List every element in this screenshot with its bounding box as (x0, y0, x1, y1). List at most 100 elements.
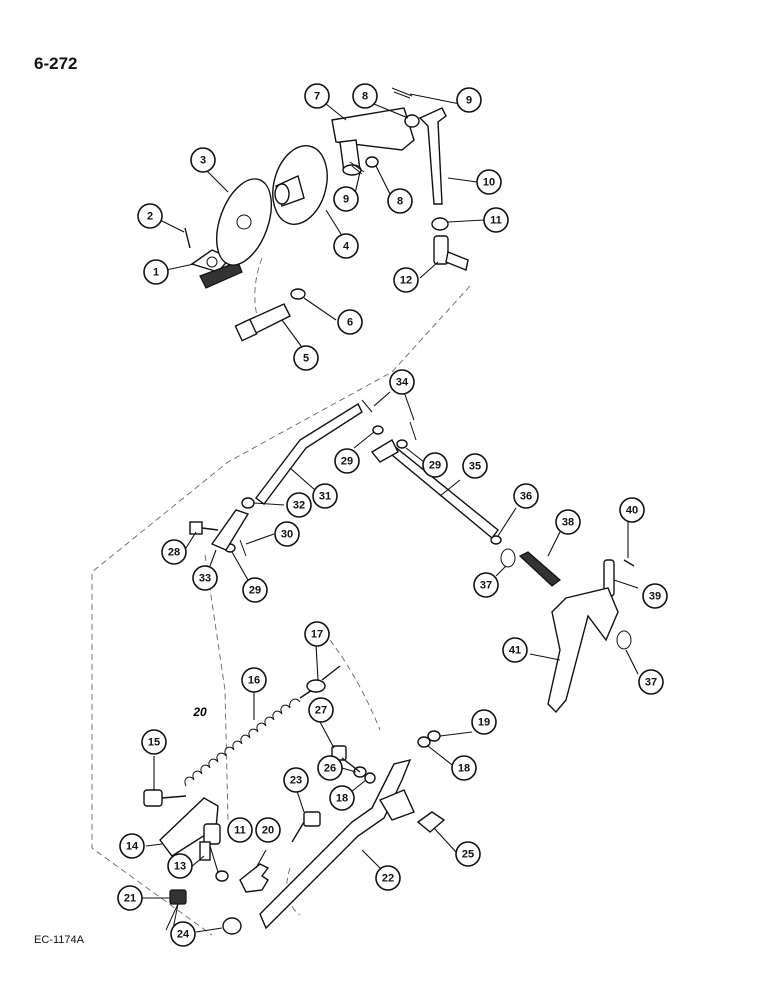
callout-circle (304, 83, 330, 109)
callout-3: 3 (190, 147, 216, 173)
callout-29: 29 (422, 452, 448, 478)
callout-37: 37 (473, 572, 499, 598)
reference-mark: 20 (192, 705, 207, 719)
washer-part-29 (372, 425, 384, 435)
nut-part-11 (431, 217, 449, 231)
bracket-part-20 (239, 863, 270, 893)
callout-label: 35 (469, 461, 481, 473)
spacer-tube (378, 789, 415, 821)
callout-circle (317, 755, 343, 781)
callout-11: 11 (483, 207, 509, 233)
callout-39: 39 (642, 583, 668, 609)
clip-part-34 (409, 421, 417, 441)
callout-11: 11 (227, 817, 253, 843)
washer-part-29 (396, 439, 408, 449)
phantom-line (286, 867, 301, 916)
callout-label: 29 (429, 460, 441, 472)
callout-20: 20 (255, 817, 281, 843)
callout-circle (456, 87, 482, 113)
callout-circle (227, 817, 253, 843)
callout-circle (161, 539, 187, 565)
callout-35: 35 (462, 453, 488, 479)
callout-8: 8 (352, 83, 378, 109)
callout-circle (192, 565, 218, 591)
callout-29: 29 (334, 448, 360, 474)
callout-18: 18 (329, 785, 355, 811)
hub-plate-part-4 (272, 145, 328, 225)
callout-circle (455, 841, 481, 867)
callout-circle (502, 637, 528, 663)
callout-label: 25 (462, 849, 474, 861)
clip-part-34 (361, 399, 373, 413)
callout-label: 41 (509, 645, 521, 657)
callout-label: 33 (199, 573, 211, 585)
callout-label: 16 (248, 675, 260, 687)
callout-label: 9 (343, 194, 349, 206)
callout-18: 18 (451, 755, 477, 781)
callout-label: 2 (147, 211, 153, 223)
bolt-part-15 (143, 789, 187, 807)
pin-part-2 (184, 227, 191, 249)
callout-circle (286, 492, 312, 518)
callout-circle (638, 669, 664, 695)
callout-circle (642, 583, 668, 609)
callout-circle (334, 448, 360, 474)
callout-21: 21 (117, 885, 143, 911)
figure-code: EC-1174A (34, 934, 84, 946)
callout-13: 13 (167, 853, 193, 879)
callout-circle (283, 767, 309, 793)
washer-part-19 (427, 730, 441, 742)
callout-9: 9 (333, 186, 359, 212)
callout-circle (141, 729, 167, 755)
callout-circle (274, 521, 300, 547)
callout-14: 14 (119, 833, 145, 859)
callout-19: 19 (471, 709, 497, 735)
cotter-pin-part-30 (239, 539, 247, 557)
callout-circle (308, 697, 334, 723)
callout-label: 26 (324, 763, 336, 775)
bolt-part-5 (234, 303, 291, 342)
callout-circle (352, 83, 378, 109)
callout-label: 31 (319, 491, 331, 503)
callout-label: 5 (303, 353, 309, 365)
shift-fork-part-41 (547, 587, 619, 714)
callout-1: 1 (143, 259, 169, 285)
callout-32: 32 (286, 492, 312, 518)
callout-label: 11 (490, 215, 502, 227)
nut-part-24 (222, 917, 242, 935)
plate-part-14 (159, 797, 219, 857)
pin-part-28 (189, 521, 219, 535)
callout-label: 20 (262, 825, 274, 837)
callout-25: 25 (455, 841, 481, 867)
o-ring-part-37 (616, 630, 632, 650)
callout-circle (473, 572, 499, 598)
phantom-line (204, 554, 229, 821)
callout-label: 7 (314, 91, 320, 103)
callout-label: 28 (168, 547, 180, 559)
callout-12: 12 (393, 267, 419, 293)
callout-label: 13 (174, 861, 186, 873)
callout-label: 39 (649, 591, 661, 603)
callout-37: 37 (638, 669, 664, 695)
callout-circle (304, 621, 330, 647)
callout-label: 22 (382, 873, 394, 885)
callout-circle (337, 309, 363, 335)
callout-label: 37 (480, 580, 492, 592)
disc-part-3 (215, 178, 273, 266)
callout-circle (167, 853, 193, 879)
callout-label: 24 (177, 929, 190, 941)
bolt-part-23 (291, 811, 321, 843)
callout-circle (451, 755, 477, 781)
callout-2: 2 (137, 203, 163, 229)
callout-7: 7 (304, 83, 330, 109)
callout-circle (555, 509, 581, 535)
callout-circle (312, 483, 338, 509)
spring-part-38 (518, 551, 561, 587)
callout-circle (389, 369, 415, 395)
callout-27: 27 (308, 697, 334, 723)
callout-label: 21 (124, 893, 136, 905)
callout-circle (137, 203, 163, 229)
callout-34: 34 (389, 369, 415, 395)
nut-part-18 (364, 772, 376, 784)
